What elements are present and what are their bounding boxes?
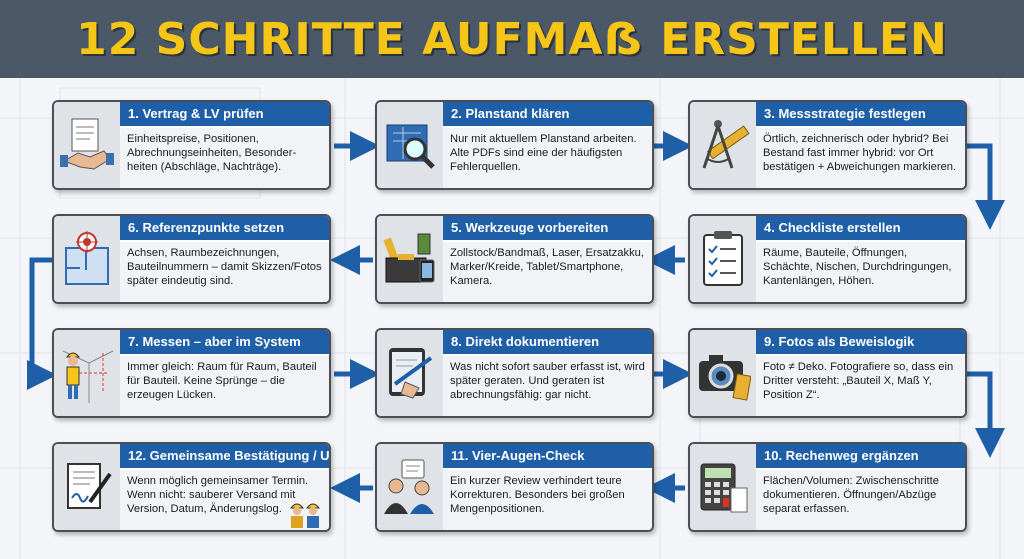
step-title: 12. Gemeinsame Bestätigung / Unterschrif…: [120, 444, 329, 468]
step-title: 10. Rechenweg ergänzen: [756, 444, 965, 468]
step-text: Einheitspreise, Positionen, Abrechnungse…: [120, 128, 329, 188]
step-text: Wenn möglich gemeinsamer Termin. Wenn ni…: [120, 470, 329, 530]
calculator-icon: [690, 444, 756, 530]
step-title: 3. Messstrategie festlegen: [756, 102, 965, 126]
step-text: Foto ≠ Deko. Fotografiere so, dass ein D…: [756, 356, 965, 416]
step-title: 2. Planstand klären: [443, 102, 652, 126]
step-title: 5. Werkzeuge vorbereiten: [443, 216, 652, 240]
two-people-review-icon: [377, 444, 443, 530]
arrow-3-4: [965, 143, 1005, 230]
document-signature-icon: [54, 444, 120, 530]
arrow-9-10: [965, 371, 1005, 458]
step-card-1: 1. Vertrag & LV prüfen Einheitspreise, P…: [52, 100, 331, 190]
step-title: 1. Vertrag & LV prüfen: [120, 102, 329, 126]
step-text: Was nicht sofort sauber erfasst ist, wir…: [443, 356, 652, 416]
header-bar: 12 SCHRITTE AUFMAẞ ERSTELLEN: [0, 0, 1024, 78]
step-card-5: 5. Werkzeuge vorbereiten Zollstock/Bandm…: [375, 214, 654, 304]
step-text: Ein kurzer Review verhindert teure Korre…: [443, 470, 652, 530]
clipboard-checklist-icon: [690, 216, 756, 302]
step-card-4: 4. Checkliste erstellen Räume, Bauteile,…: [688, 214, 967, 304]
step-text: Örtlich, zeichnerisch oder hybrid? Bei B…: [756, 128, 965, 188]
tablet-pen-icon: [377, 330, 443, 416]
worker-measuring-icon: [54, 330, 120, 416]
contract-handshake-icon: [54, 102, 120, 188]
step-card-11: 11. Vier-Augen-Check Ein kurzer Review v…: [375, 442, 654, 532]
compass-ruler-icon: [690, 102, 756, 188]
step-card-10: 10. Rechenweg ergänzen Flächen/Volumen: …: [688, 442, 967, 532]
floorplan-target-icon: [54, 216, 120, 302]
step-card-3: 3. Messstrategie festlegen Örtlich, zeic…: [688, 100, 967, 190]
step-title: 9. Fotos als Beweislogik: [756, 330, 965, 354]
step-text: Achsen, Raumbezeichnungen, Bauteilnummer…: [120, 242, 329, 302]
blueprint-magnifier-icon: [377, 102, 443, 188]
step-card-7: 7. Messen – aber im System Immer gleich:…: [52, 328, 331, 418]
step-text: Flächen/Volumen: Zwischenschritte dokume…: [756, 470, 965, 530]
page-title: 12 SCHRITTE AUFMAẞ ERSTELLEN: [76, 13, 948, 65]
step-title: 11. Vier-Augen-Check: [443, 444, 652, 468]
step-card-2: 2. Planstand klären Nur mit aktuellem Pl…: [375, 100, 654, 190]
step-title: 8. Direkt dokumentieren: [443, 330, 652, 354]
step-card-8: 8. Direkt dokumentieren Was nicht sofort…: [375, 328, 654, 418]
workers-icon: [289, 503, 321, 528]
step-title: 4. Checkliste erstellen: [756, 216, 965, 240]
toolbox-icon: [377, 216, 443, 302]
step-text: Immer gleich: Raum für Raum, Bauteil für…: [120, 356, 329, 416]
step-text: Zollstock/Bandmaß, Laser, Ersatzakku, Ma…: [443, 242, 652, 302]
step-card-9: 9. Fotos als Beweislogik Foto ≠ Deko. Fo…: [688, 328, 967, 418]
step-text: Räume, Bauteile, Öffnungen, Schächte, Ni…: [756, 242, 965, 302]
camera-icon: [690, 330, 756, 416]
step-title: 7. Messen – aber im System: [120, 330, 329, 354]
step-card-6: 6. Referenzpunkte setzen Achsen, Raumbez…: [52, 214, 331, 304]
step-title: 6. Referenzpunkte setzen: [120, 216, 329, 240]
step-card-12: 12. Gemeinsame Bestätigung / Unterschrif…: [52, 442, 331, 532]
arrow-6-7: [27, 257, 57, 390]
step-text: Nur mit aktuellem Planstand arbeiten. Al…: [443, 128, 652, 188]
